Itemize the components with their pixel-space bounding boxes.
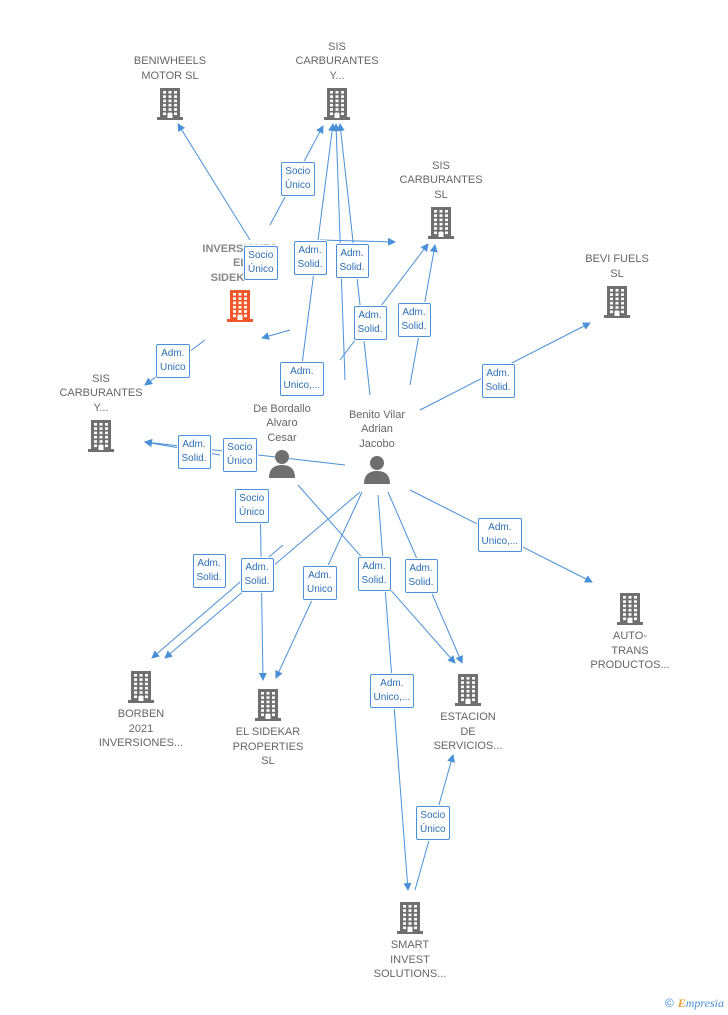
edge-label-badge[interactable]: Socio Único bbox=[244, 246, 278, 280]
company-node-bevi[interactable]: BEVI FUELS SL bbox=[562, 252, 672, 318]
person-icon bbox=[227, 448, 337, 478]
person-icon bbox=[322, 454, 432, 484]
building-icon bbox=[575, 591, 685, 625]
node-label: BEVI FUELS SL bbox=[585, 253, 649, 280]
edge-label-badge[interactable]: Adm. Solid. bbox=[240, 558, 274, 592]
node-label: BORBEN 2021 INVERSIONES... bbox=[98, 708, 184, 749]
edge-label-badge[interactable]: Adm. Solid. bbox=[177, 435, 211, 469]
building-icon bbox=[185, 288, 295, 322]
building-icon bbox=[115, 86, 225, 120]
edge-label-badge[interactable]: Adm. Solid. bbox=[353, 306, 387, 340]
node-label: Benito Vilar Adrian Jacobo bbox=[348, 408, 406, 450]
company-node-estacion[interactable]: ESTACION DE SERVICIOS... bbox=[413, 672, 523, 754]
edge-label-badge[interactable]: Adm. Unico bbox=[303, 566, 337, 600]
edge-label-badge[interactable]: Socio Único bbox=[223, 438, 257, 472]
brand-name: mpresia bbox=[685, 996, 724, 1010]
node-label: AUTO- TRANS PRODUCTOS... bbox=[590, 630, 670, 671]
building-icon bbox=[562, 284, 672, 318]
node-label: SIS CARBURANTES Y... bbox=[59, 372, 143, 414]
node-label: SIS CARBURANTES SL bbox=[399, 159, 483, 201]
copyright-symbol: © bbox=[664, 996, 674, 1010]
edge-label-badge[interactable]: Adm. Solid. bbox=[404, 559, 438, 593]
company-node-smart[interactable]: SMART INVEST SOLUTIONS... bbox=[355, 900, 465, 982]
relation-edge bbox=[261, 329, 291, 340]
edge-label-badge[interactable]: Socio Único bbox=[416, 806, 450, 840]
building-icon bbox=[413, 672, 523, 706]
company-node-sis1[interactable]: SIS CARBURANTES Y... bbox=[282, 40, 392, 120]
node-label: ESTACION DE SERVICIOS... bbox=[433, 711, 503, 752]
relation-edge bbox=[339, 243, 429, 361]
building-icon bbox=[386, 205, 496, 239]
brand-initial: E bbox=[677, 996, 686, 1010]
node-label: SMART INVEST SOLUTIONS... bbox=[373, 939, 447, 980]
node-label: INVERSIONES EL SIDEKAR... bbox=[202, 242, 278, 284]
node-label: EL SIDEKAR PROPERTIES SL bbox=[232, 726, 304, 767]
building-icon bbox=[213, 687, 323, 721]
edge-label-badge[interactable]: Adm. Solid. bbox=[481, 364, 515, 398]
company-node-sis2[interactable]: SIS CARBURANTES SL bbox=[386, 159, 496, 239]
edge-label-badge[interactable]: Adm. Unico,... bbox=[477, 518, 523, 552]
node-label: De Bordallo Alvaro Cesar bbox=[253, 402, 311, 444]
building-icon bbox=[355, 900, 465, 934]
building-icon bbox=[86, 669, 196, 703]
person-node-benito[interactable]: Benito Vilar Adrian Jacobo bbox=[322, 408, 432, 484]
building-icon bbox=[282, 86, 392, 120]
edge-label-badge[interactable]: Socio Único bbox=[235, 489, 269, 523]
edge-label-badge[interactable]: Adm. Solid. bbox=[192, 554, 226, 588]
node-label: BENIWHEELS MOTOR SL bbox=[133, 55, 207, 82]
edge-label-badge[interactable]: Socio Único bbox=[281, 162, 315, 196]
edge-label-badge[interactable]: Adm. Solid. bbox=[397, 303, 431, 337]
node-label: SIS CARBURANTES Y... bbox=[295, 40, 379, 82]
company-node-elsidekar[interactable]: EL SIDEKAR PROPERTIES SL bbox=[213, 687, 323, 769]
edge-label-badge[interactable]: Adm. Solid. bbox=[293, 241, 327, 275]
edge-label-badge[interactable]: Adm. Unico,... bbox=[279, 362, 325, 396]
edge-label-badge[interactable]: Adm. Solid. bbox=[335, 244, 369, 278]
relation-edge bbox=[177, 123, 251, 241]
building-icon bbox=[46, 418, 156, 452]
person-node-bordallo[interactable]: De Bordallo Alvaro Cesar bbox=[227, 402, 337, 478]
edge-label-badge[interactable]: Adm. Solid. bbox=[357, 557, 391, 591]
company-node-autotrans[interactable]: AUTO- TRANS PRODUCTOS... bbox=[575, 591, 685, 673]
relation-edge bbox=[319, 237, 396, 246]
company-node-inversiones[interactable]: INVERSIONES EL SIDEKAR... bbox=[185, 242, 295, 322]
edge-label-badge[interactable]: Adm. Unico,... bbox=[369, 674, 415, 708]
edge-label-badge[interactable]: Adm. Unico bbox=[156, 344, 190, 378]
company-node-borben[interactable]: BORBEN 2021 INVERSIONES... bbox=[86, 669, 196, 751]
company-node-beniwheels[interactable]: BENIWHEELS MOTOR SL bbox=[115, 54, 225, 120]
empresia-logo: ©Empresia bbox=[665, 996, 724, 1011]
company-node-sis3[interactable]: SIS CARBURANTES Y... bbox=[46, 372, 156, 452]
